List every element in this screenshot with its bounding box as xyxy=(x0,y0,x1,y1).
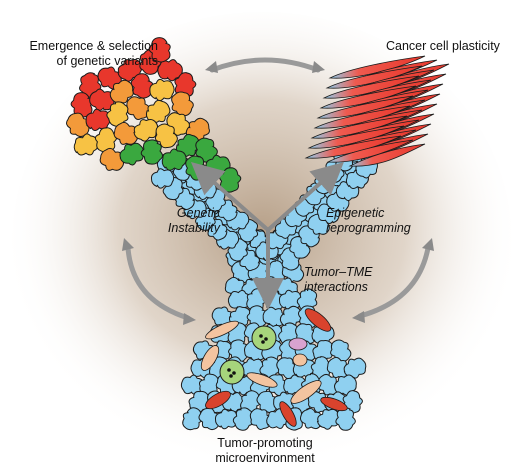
elongated-plastic-cell xyxy=(326,139,414,163)
blue-tumor-cell xyxy=(334,374,357,396)
blue-tumor-cell xyxy=(312,339,335,363)
elongated-plastic-cells xyxy=(304,55,450,167)
elongated-plastic-cell xyxy=(325,65,423,89)
blue-tumor-cell xyxy=(214,408,239,430)
stromal-cell xyxy=(320,396,348,412)
variant-cell xyxy=(85,108,111,132)
central-arrows xyxy=(191,161,344,310)
immune-cell xyxy=(219,359,245,385)
myeloid-cell xyxy=(288,337,308,351)
variant-cell xyxy=(154,123,178,149)
label-genetic-instability: Genetic Instability xyxy=(167,206,220,235)
blue-tumor-cell xyxy=(330,339,352,363)
stromal-cell xyxy=(279,401,297,427)
fibroblast-cell xyxy=(200,345,220,371)
label-top-left-line1: Emergence & selection xyxy=(29,39,158,53)
variant-cell xyxy=(171,91,194,117)
label-top-left-line2: of genetic variants xyxy=(56,54,158,68)
variant-cell xyxy=(161,148,187,171)
fibroblast-cell xyxy=(205,320,239,340)
arrow-left xyxy=(125,245,191,321)
elongated-plastic-cell xyxy=(310,115,408,139)
blue-tumor-cell xyxy=(249,408,272,430)
variant-cell xyxy=(126,96,151,120)
variant-cell xyxy=(149,78,175,102)
label-top-right: Cancer cell plasticity xyxy=(386,39,500,54)
elongated-plastic-cell xyxy=(328,55,426,79)
elongated-plastic-cell xyxy=(304,135,402,159)
elongated-plastic-cell xyxy=(307,125,405,149)
fibroblast-cell xyxy=(292,353,308,367)
blue-tumor-cell xyxy=(232,407,254,431)
stromal-cell xyxy=(205,390,231,410)
arrow-to-genetic xyxy=(191,162,270,232)
blue-tumor-cell xyxy=(198,407,221,431)
fibroblast-cell xyxy=(246,372,278,388)
elongated-plastic-cell xyxy=(322,75,420,99)
arrow-right xyxy=(357,245,431,319)
elongated-plastic-cell xyxy=(316,95,414,119)
curved-arrows xyxy=(122,57,434,325)
arrow-top xyxy=(209,57,321,73)
variant-cell xyxy=(109,79,134,104)
label-bottom: Tumor-promoting microenvironment xyxy=(215,436,315,465)
fibroblast-cell xyxy=(290,380,322,404)
elongated-plastic-cell xyxy=(313,105,411,129)
arrow-to-epigenetic xyxy=(266,161,344,232)
elongated-plastic-cell xyxy=(348,143,426,167)
label-top-right-text: Cancer cell plasticity xyxy=(386,39,500,53)
label-top-left: Emergence & selection of genetic variant… xyxy=(6,39,158,69)
elongated-plastic-cell xyxy=(319,85,417,109)
label-tumor-tme: Tumor–TME interactions xyxy=(304,265,373,294)
immune-cell xyxy=(251,325,277,351)
stromal-cell xyxy=(304,308,332,332)
blue-tumor-cell xyxy=(182,407,204,431)
label-epigenetic-reprogramming: Epigenetic reprogramming xyxy=(326,206,411,235)
microenvironment-cells xyxy=(200,308,348,427)
variant-cell xyxy=(157,59,183,82)
variant-cell xyxy=(148,37,171,63)
variant-cell xyxy=(140,139,163,165)
